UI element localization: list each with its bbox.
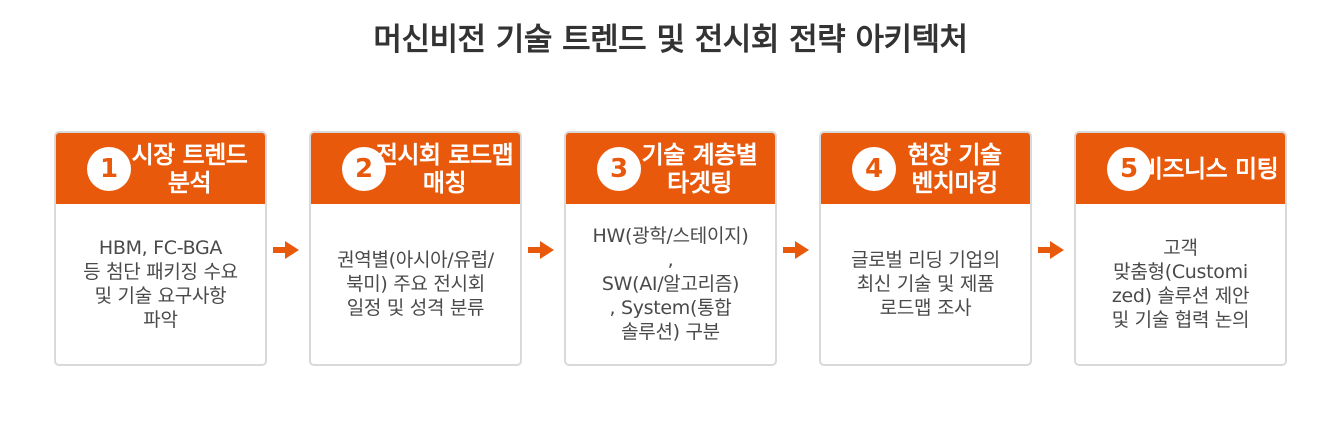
step-card-5: 비즈니스 미팅 5 고객 맞춤형(Customi zed) 솔루션 제안 및 기… [1074, 131, 1287, 366]
step-description: 권역별(아시아/유럽/ 북미) 주요 전시회 일정 및 성격 분류 [337, 249, 494, 319]
step-heading: 전시회 로드맵 매칭 [375, 140, 514, 197]
arrow-right-icon [528, 241, 554, 259]
step-number-badge: 5 [1107, 147, 1151, 191]
step-description: 글로벌 리딩 기업의 최신 기술 및 제품 로드맵 조사 [851, 249, 1000, 319]
step-heading: 기술 계층별 타겟팅 [641, 140, 758, 197]
step-card-1: 시장 트렌드 분석 1 HBM, FC-BGA 등 첨단 패키징 수요 및 기술… [54, 131, 267, 366]
step-card-2: 전시회 로드맵 매칭 2 권역별(아시아/유럽/ 북미) 주요 전시회 일정 및… [309, 131, 522, 366]
step-description: HW(광학/스테이지) , SW(AI/알고리즘) , System(통합 솔루… [592, 225, 749, 343]
step-number-badge: 2 [342, 147, 386, 191]
arrow-right-icon [273, 241, 299, 259]
step-number-badge: 1 [87, 147, 131, 191]
step-card-3: 기술 계층별 타겟팅 3 HW(광학/스테이지) , SW(AI/알고리즘) ,… [564, 131, 777, 366]
step-number-badge: 3 [597, 147, 641, 191]
step-heading: 비즈니스 미팅 [1140, 154, 1279, 183]
step-card-4: 현장 기술 벤치마킹 4 글로벌 리딩 기업의 최신 기술 및 제품 로드맵 조… [819, 131, 1032, 366]
page-title: 머신비전 기술 트렌드 및 전시회 전략 아키텍처 [373, 22, 968, 58]
arrow-right-icon [783, 241, 809, 259]
step-description: HBM, FC-BGA 등 첨단 패키징 수요 및 기술 요구사항 파악 [83, 237, 238, 331]
step-number-badge: 4 [852, 147, 896, 191]
step-heading: 시장 트렌드 분석 [131, 140, 248, 197]
step-heading: 현장 기술 벤치마킹 [907, 140, 1002, 197]
arrow-right-icon [1038, 241, 1064, 259]
step-description: 고객 맞춤형(Customi zed) 솔루션 제안 및 기술 협력 논의 [1111, 237, 1250, 331]
